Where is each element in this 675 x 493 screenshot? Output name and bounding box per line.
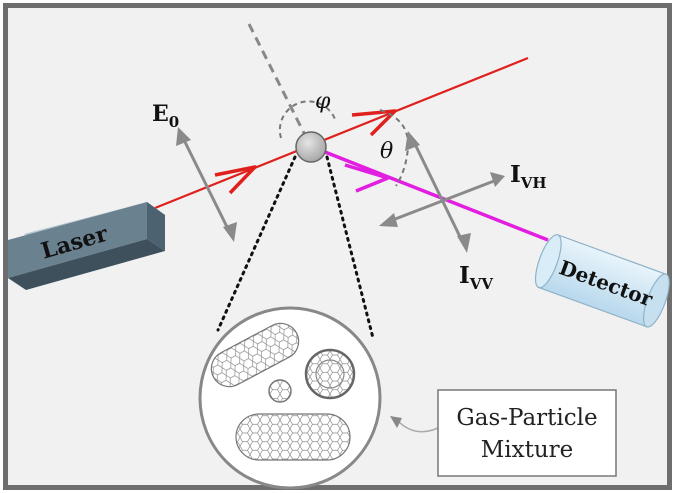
e0-label: E0 bbox=[152, 101, 179, 131]
phi-angle-arc bbox=[278, 100, 337, 139]
zoom-line-right bbox=[325, 155, 375, 340]
mixture-label-line2: Mixture bbox=[481, 437, 574, 463]
ivh-label: IVH bbox=[510, 161, 547, 192]
carbon-nanotube-icon bbox=[210, 322, 300, 388]
fullerene-icon bbox=[304, 348, 356, 400]
mixture-magnified-view bbox=[198, 306, 382, 490]
normal-dashed-line bbox=[247, 23, 313, 148]
phi-label: φ bbox=[315, 89, 331, 114]
sphere-icon bbox=[295, 131, 327, 163]
fullerene-small-icon bbox=[268, 379, 292, 403]
beam-direction-arrow-2 bbox=[351, 109, 397, 137]
callout-arrow bbox=[390, 416, 439, 433]
carbon-nanotube-long-icon bbox=[235, 413, 351, 461]
laser-source: Laser bbox=[8, 202, 165, 290]
beam-direction-arrow-1 bbox=[214, 165, 257, 195]
theta-label: θ bbox=[380, 139, 393, 164]
scatter-direction-arrow bbox=[344, 163, 390, 193]
scattered-beam bbox=[324, 150, 549, 242]
laser-beam bbox=[154, 56, 529, 210]
ivv-label: IVV bbox=[459, 262, 493, 293]
mixture-label-line1: Gas-Particle bbox=[456, 405, 597, 431]
mixture-label-box: Gas-Particle Mixture bbox=[437, 389, 617, 477]
detection-polarization-cross bbox=[379, 131, 505, 253]
e0-polarization-arrow bbox=[176, 127, 237, 242]
detector: Detector bbox=[534, 234, 670, 328]
